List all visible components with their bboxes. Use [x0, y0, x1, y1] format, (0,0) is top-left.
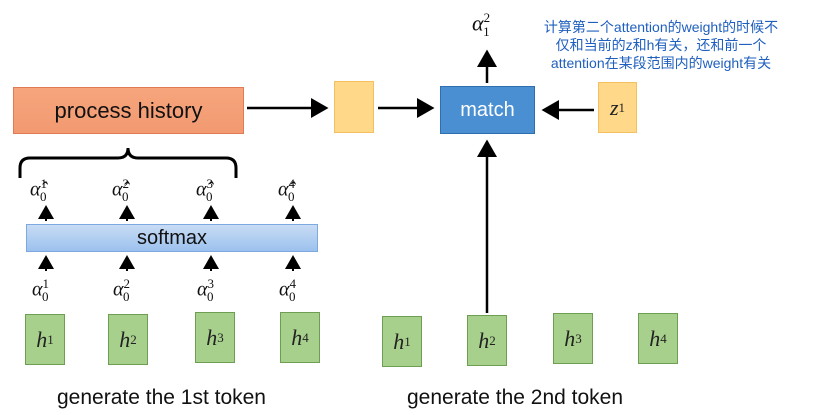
hat-alpha-2: α̂20 — [112, 176, 129, 204]
alpha-1: α10 — [32, 276, 49, 304]
alpha-4: α40 — [279, 276, 296, 304]
hat-alpha-3: α̂30 — [196, 176, 213, 204]
annotation-line-1: 计算第二个attention的weight的时候不 — [543, 19, 779, 35]
process-history-label: process history — [54, 97, 203, 123]
hat-alpha-4: α̂40 — [278, 176, 295, 204]
intermediate-box — [334, 81, 374, 133]
caption-right: generate the 2nd token — [407, 386, 624, 409]
brace — [18, 147, 238, 178]
annotation-line-3: attention在某段范围内的weight有关 — [550, 55, 772, 71]
annotation-line-2: 仅和当前的z和h有关，还和前一个 — [555, 37, 767, 53]
caption-left: generate the 1st token — [57, 386, 266, 409]
annotation-note: 计算第二个attention的weight的时候不 仅和当前的z和h有关，还和前… — [508, 18, 814, 72]
hat-alpha-1: α̂10 — [30, 176, 47, 204]
softmax-box: softmax — [26, 224, 318, 252]
softmax-label: softmax — [136, 226, 208, 249]
alpha-2: α20 — [113, 276, 130, 304]
match-box: match — [440, 86, 535, 134]
match-label: match — [460, 98, 515, 121]
alpha-3: α30 — [197, 276, 214, 304]
process-history-box: process history — [13, 87, 244, 134]
output-alpha: α21 — [472, 10, 491, 39]
